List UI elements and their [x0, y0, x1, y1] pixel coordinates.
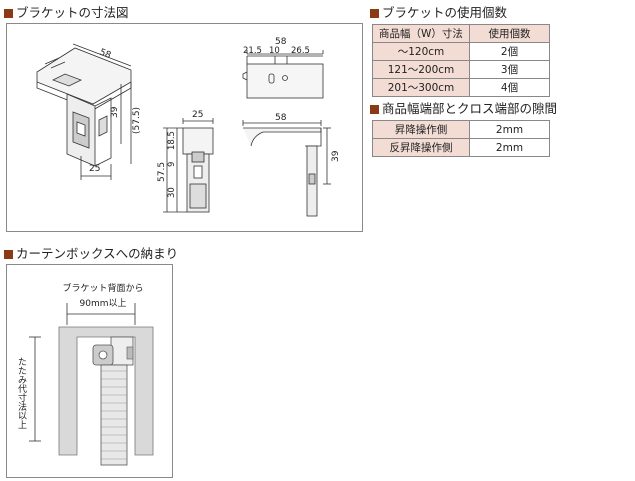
- usage-row-width: 121〜200cm: [372, 60, 470, 79]
- top-dim-58: 58: [275, 37, 287, 47]
- front-dim-575: 57.5: [157, 162, 167, 182]
- side-view: [242, 120, 331, 217]
- iso-bracket-view: [36, 47, 132, 167]
- square-bullet-icon: [4, 249, 13, 259]
- usage-header-count: 使用個数: [469, 24, 550, 43]
- heading-bracket-usage-text: ブラケットの使用個数: [382, 5, 508, 20]
- gap-table: 昇降操作側 2mm 反昇降操作側 2mm: [372, 120, 550, 157]
- box-label-vertical: たたみ代寸法以上: [16, 357, 27, 429]
- iso-dim-575: (57.5): [132, 107, 142, 134]
- iso-dim-58: 58: [98, 48, 113, 62]
- usage-table-header: 商品幅（W）寸法 使用個数: [372, 24, 550, 43]
- top-dim-10: 10: [269, 46, 280, 56]
- table-row: 昇降操作側 2mm: [372, 120, 550, 139]
- curtain-box-shape: [58, 326, 154, 456]
- square-bullet-icon: [4, 8, 13, 18]
- square-bullet-icon: [370, 8, 379, 18]
- curtain-box-panel: ブラケット背面から 90mm以上 たたみ代寸法以上: [6, 264, 173, 478]
- stacked-blind: [100, 364, 128, 466]
- iso-dim-25: 25: [89, 164, 100, 174]
- iso-dim-39: 39: [110, 106, 120, 118]
- bracket-in-box: [92, 336, 134, 366]
- gap-row-side: 反昇降操作側: [372, 138, 470, 157]
- usage-row-count: 4個: [469, 78, 550, 97]
- top-dim-215: 21.5: [243, 46, 262, 56]
- usage-header-width: 商品幅（W）寸法: [372, 24, 470, 43]
- usage-row-count: 3個: [469, 60, 550, 79]
- heading-bracket-dims-text: ブラケットの寸法図: [16, 5, 129, 20]
- front-dim-185: 18.5: [167, 131, 177, 150]
- table-row: 121〜200cm 3個: [372, 60, 550, 79]
- heading-box: カーテンボックスへの納まり: [4, 247, 178, 261]
- usage-row-width: 〜120cm: [372, 42, 470, 61]
- usage-row-count: 2個: [469, 42, 550, 61]
- gap-row-side: 昇降操作側: [372, 120, 470, 139]
- bracket-dimension-panel: 58 39 (57.5) 25 58 21.5 10 26.5 25 57.5 …: [6, 23, 363, 232]
- table-row: 反昇降操作側 2mm: [372, 138, 550, 157]
- curtain-box-drawing: ブラケット背面から 90mm以上 たたみ代寸法以上: [16, 282, 154, 466]
- gap-row-value: 2mm: [469, 138, 550, 157]
- heading-gap-text: 商品幅端部とクロス端部の隙間: [382, 101, 558, 116]
- top-view: [242, 50, 324, 99]
- front-dim-25: 25: [192, 110, 203, 120]
- bracket-dimension-drawing: 58 39 (57.5) 25 58 21.5 10 26.5 25 57.5 …: [36, 37, 341, 217]
- front-dim-9: 9: [167, 162, 177, 167]
- box-label-line1: ブラケット背面から: [62, 282, 143, 294]
- front-view: [163, 118, 214, 213]
- side-dim-39: 39: [331, 150, 341, 162]
- heading-bracket-usage: ブラケットの使用個数: [370, 6, 507, 20]
- front-dim-30: 30: [167, 187, 177, 198]
- heading-gap: 商品幅端部とクロス端部の隙間: [370, 102, 557, 116]
- side-dim-58: 58: [275, 113, 287, 123]
- gap-row-value: 2mm: [469, 120, 550, 139]
- table-row: 〜120cm 2個: [372, 42, 550, 61]
- heading-bracket-dims: ブラケットの寸法図: [4, 6, 129, 20]
- table-row: 201〜300cm 4個: [372, 78, 550, 97]
- box-label-line2: 90mm以上: [80, 298, 127, 309]
- top-dim-265: 26.5: [291, 46, 310, 56]
- usage-row-width: 201〜300cm: [372, 78, 470, 97]
- heading-box-text: カーテンボックスへの納まり: [16, 246, 179, 261]
- square-bullet-icon: [370, 104, 379, 114]
- usage-table: 商品幅（W）寸法 使用個数 〜120cm 2個 121〜200cm 3個 201…: [372, 24, 550, 97]
- iso-dim-line-58: [72, 43, 132, 67]
